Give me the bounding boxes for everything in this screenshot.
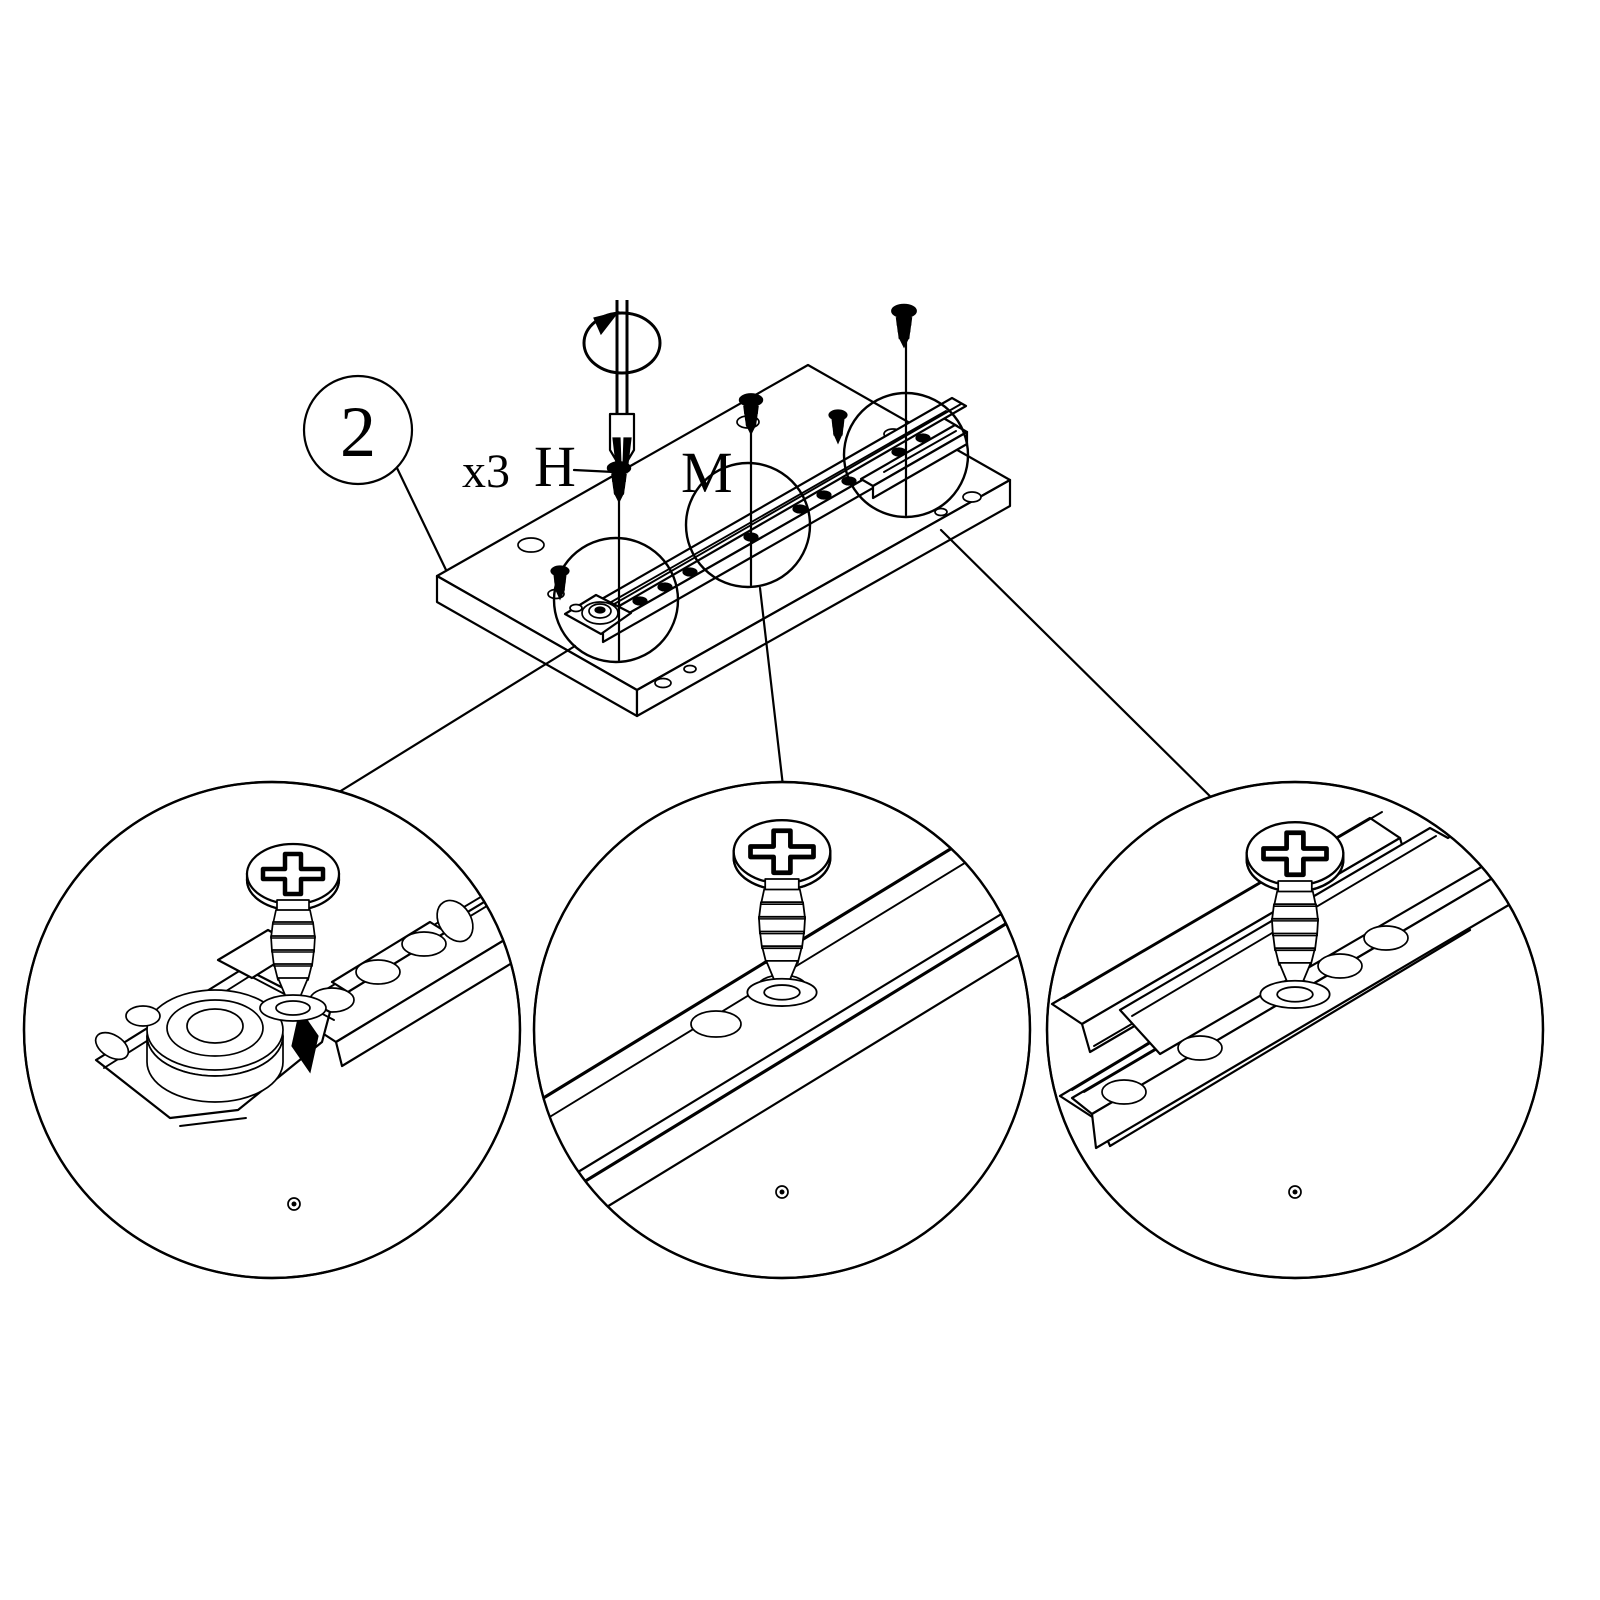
rotate-clockwise-arrow-icon xyxy=(582,310,662,375)
callout-marker-c xyxy=(842,391,970,519)
step-number: 2 xyxy=(340,392,376,472)
label-h-leader-line xyxy=(572,468,616,474)
quantity-label: x3 xyxy=(462,445,510,498)
callout-marker-a xyxy=(552,536,680,664)
screw-c xyxy=(891,303,917,348)
main-assembly-view xyxy=(435,300,1012,718)
phillips-screwdriver-icon xyxy=(608,300,636,474)
callout-marker-b xyxy=(684,461,812,589)
roller-wheel-icon xyxy=(563,593,633,636)
drawer-slide-rail-icon xyxy=(584,396,969,644)
detail-leader-line-c xyxy=(939,528,1232,818)
detail-view-b xyxy=(532,780,1032,1280)
detail-view-c xyxy=(1045,780,1545,1280)
step-badge: 2 xyxy=(302,374,414,486)
detail-leader-line-a xyxy=(316,644,577,807)
detail-view-a xyxy=(22,780,522,1280)
detail-leader-line-b xyxy=(758,586,785,788)
hardware-label-h: H xyxy=(534,434,576,499)
hardware-label-m: M xyxy=(681,440,733,505)
step-leader-line xyxy=(395,466,449,574)
